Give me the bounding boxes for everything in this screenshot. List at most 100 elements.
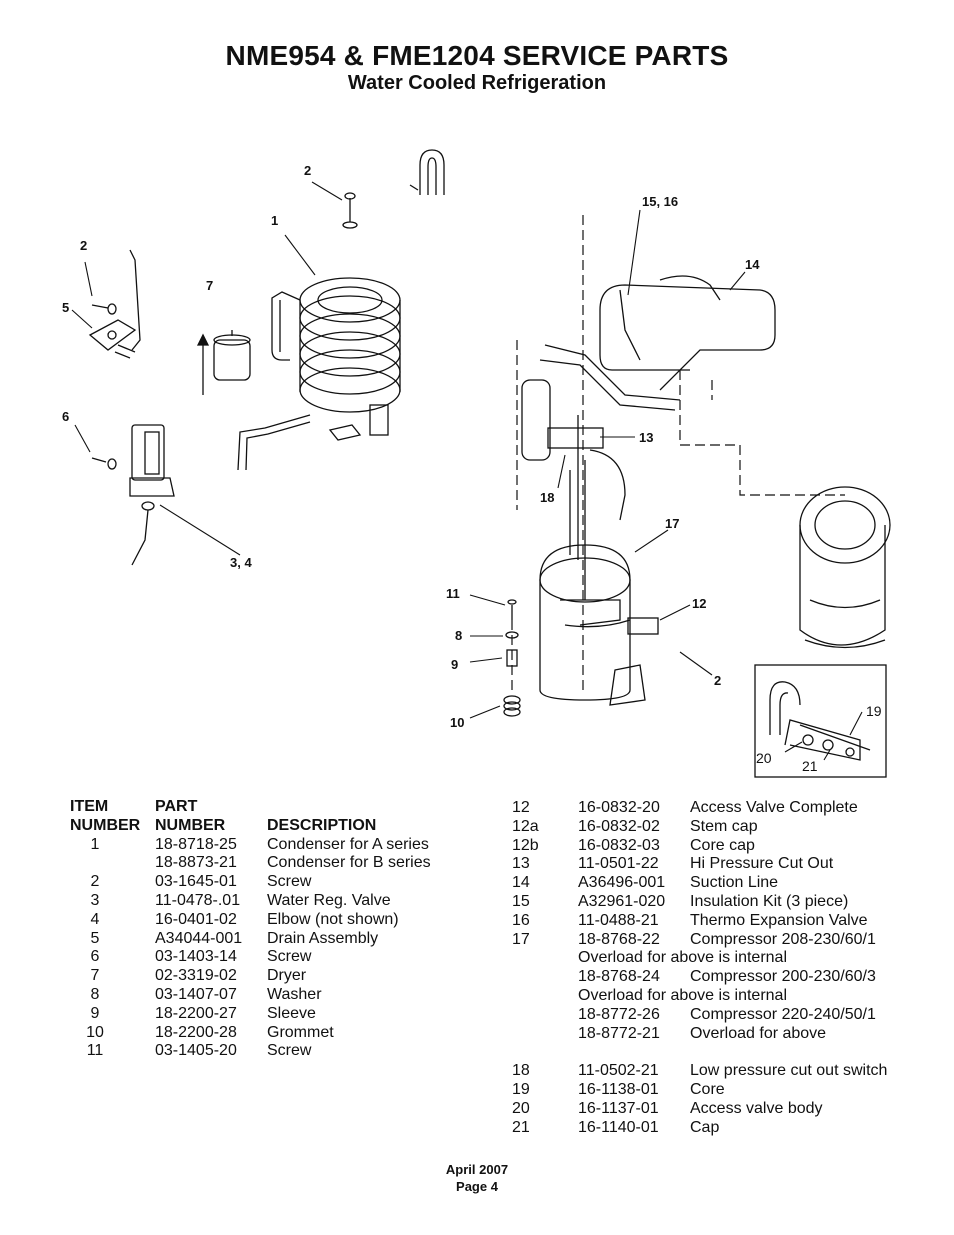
part-description: Core cap [690, 836, 755, 854]
callout-9: 9 [451, 657, 458, 672]
part-number: 03-1403-14 [155, 948, 237, 966]
part-description: Screw [267, 948, 312, 966]
part-description: Core [690, 1080, 725, 1098]
row-note: Overload for above is internal [578, 986, 787, 1004]
part-description: Screw [267, 1042, 312, 1060]
part-description: Hi Pressure Cut Out [690, 855, 834, 873]
part-number: 18-8768-24 [578, 968, 660, 986]
part-number: 18-8873-21 [155, 854, 237, 872]
part-description: Condenser for B series [267, 854, 431, 872]
callout-10: 10 [450, 715, 464, 730]
callout-7: 7 [206, 278, 213, 293]
part-description: Sleeve [267, 1004, 316, 1022]
item-number: 12 [512, 799, 530, 816]
page-title: NME954 & FME1204 SERVICE PARTS [225, 40, 729, 71]
dryer-illustration [196, 330, 251, 395]
part-number: 18-8772-26 [578, 1005, 660, 1023]
callout-2: 2 [304, 163, 311, 178]
part-description: Washer [267, 985, 322, 1003]
part-description: Access Valve Complete [690, 799, 858, 816]
item-number: 19 [512, 1080, 530, 1098]
footer-date: April 2007 [445, 1162, 509, 1177]
part-number: 03-1407-07 [155, 985, 237, 1003]
part-description: Compressor 208-230/60/1 [690, 930, 876, 948]
header-item: ITEM [70, 798, 109, 815]
item-number: 18 [512, 1062, 530, 1080]
part-number: 11-0478-.01 [155, 891, 241, 909]
item-number: 9 [90, 1004, 100, 1022]
condenser-coil-illustration [237, 277, 401, 471]
item-number: 20 [512, 1099, 530, 1117]
part-number: 16-1140-01 [578, 1118, 659, 1136]
item-number: 17 [512, 930, 530, 948]
callout-13: 13 [639, 430, 653, 445]
header-description: DESCRIPTION [267, 816, 377, 834]
water-reg-valve-illustration [91, 424, 175, 566]
part-number: 16-0832-20 [578, 799, 660, 816]
part-description: Overload for above [690, 1024, 827, 1042]
part-description: Suction Line [690, 874, 779, 892]
part-number: 11-0488-21 [578, 911, 659, 929]
exploded-parts-diagram: 2 1 2 5 7 6 3, 4 15, 16 14 13 18 17 11 1… [62, 149, 891, 778]
page-subtitle: Water Cooled Refrigeration [347, 72, 607, 94]
item-number: 16 [512, 911, 530, 929]
part-number: 11-0502-21 [578, 1062, 659, 1080]
part-description: Water Reg. Valve [267, 891, 391, 909]
item-number: 15 [512, 892, 530, 910]
callout-14: 14 [745, 257, 760, 272]
part-number: 16-0832-02 [578, 817, 660, 835]
header-item-number: NUMBER [70, 816, 141, 834]
callout-20: 20 [756, 750, 772, 766]
part-number: 16-1138-01 [578, 1080, 659, 1098]
part-description: Thermo Expansion Valve [690, 911, 868, 929]
part-description: Grommet [267, 1023, 334, 1041]
item-number: 12a [512, 817, 539, 835]
part-description: Stem cap [690, 817, 758, 835]
callout-21: 21 [802, 758, 818, 774]
header-part: PART [155, 798, 198, 815]
part-number: 03-1645-01 [155, 873, 237, 891]
item-number: 7 [90, 967, 100, 985]
callout-1: 1 [271, 213, 278, 228]
callout-2: 2 [80, 238, 87, 253]
part-number: 18-8768-22 [578, 930, 660, 948]
item-number: 10 [86, 1023, 104, 1041]
part-number: 18-8718-25 [155, 835, 237, 853]
compressor-illustration [539, 544, 659, 706]
item-number: 13 [512, 855, 530, 873]
part-description: Compressor 200-230/60/3 [690, 968, 876, 986]
callout-12: 12 [692, 596, 706, 611]
callout-3-4: 3, 4 [230, 555, 252, 570]
item-number: 5 [90, 929, 100, 947]
item-number: 3 [90, 891, 100, 909]
callout-6: 6 [62, 409, 69, 424]
item-number: 1 [90, 835, 100, 853]
part-number: 18-8772-21 [578, 1024, 660, 1042]
callout-8: 8 [455, 628, 462, 643]
part-description: Screw [267, 873, 312, 891]
part-description: Insulation Kit (3 piece) [690, 892, 849, 910]
part-number: 16-0832-03 [578, 836, 660, 854]
part-number: A32961-020 [578, 892, 666, 910]
drain-assembly-illustration [88, 249, 141, 359]
page-footer: April 2007 Page 4 [0, 1161, 954, 1195]
callout-19: 19 [866, 703, 882, 719]
part-number: 03-1405-20 [155, 1042, 237, 1060]
part-description: Condenser for A series [267, 835, 429, 853]
callout-15-16: 15, 16 [642, 194, 678, 209]
part-number: 16-1137-01 [578, 1099, 659, 1117]
part-description: Cap [690, 1118, 720, 1136]
row-note: Overload for above is internal [578, 949, 787, 967]
callout-17: 17 [665, 516, 679, 531]
part-description: Compressor 220-240/50/1 [690, 1005, 876, 1023]
access-valve-inset [754, 664, 887, 778]
part-number: 11-0501-22 [578, 855, 659, 873]
part-description: Dryer [267, 967, 307, 985]
part-description: Elbow (not shown) [267, 910, 399, 928]
item-number: 4 [90, 910, 100, 928]
suction-line-illustration [539, 275, 776, 411]
header-part-number: NUMBER [155, 816, 226, 834]
item-number: 14 [512, 874, 530, 892]
callout-11: 11 [446, 586, 460, 601]
footer-page-number: Page 4 [456, 1179, 498, 1194]
